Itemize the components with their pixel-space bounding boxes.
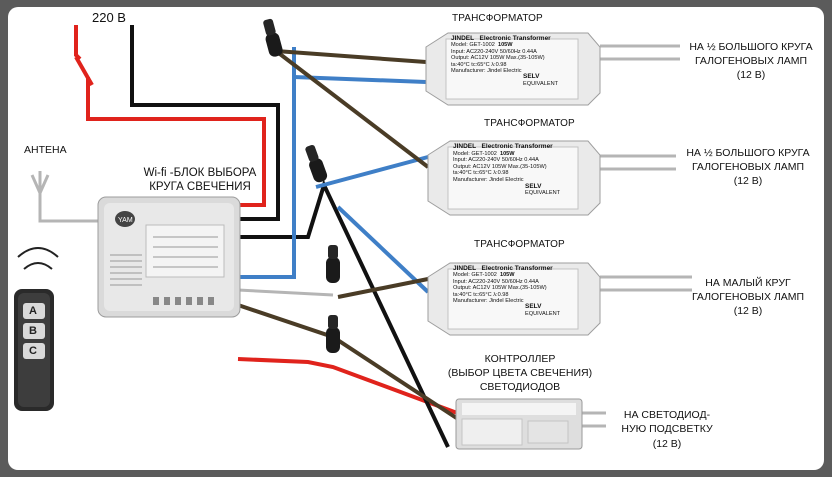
plate-equiv: EQUIVALENT <box>525 190 561 197</box>
plate-selv: SELV <box>525 182 542 190</box>
plate-selv: SELV <box>523 73 540 81</box>
transformer-output-3-line2: ГАЛОГЕНОВЫХ ЛАМП <box>691 291 805 303</box>
controller-output-line1: НА СВЕТОДИОД- <box>623 409 711 421</box>
diagram-canvas: 220 В АНТЕНА Wi-fi -БЛОК ВЫБОРА КРУГА СВ… <box>8 7 824 470</box>
controller-output-line3: (12 В) <box>652 438 682 450</box>
plate-temp: ta:40°C tc:65°C λ:0.98 <box>451 61 507 68</box>
plate-output: Output: AC12V 105W Max.(35-105W) <box>451 55 545 62</box>
plate-maker: Manufacturer: Jindel Electric <box>453 298 524 305</box>
plate-equiv: EQUIVALENT <box>523 80 559 87</box>
transformer-body-3 <box>427 262 601 336</box>
wall-switch <box>74 56 94 86</box>
plate-input: Input: AC220-240V 50/60Hz 0.44A <box>453 157 539 164</box>
transformer-output-1-line1: НА ½ БОЛЬШОГО КРУГА <box>689 41 813 53</box>
wifi-block-title-line2: КРУГА СВЕЧЕНИЯ <box>149 181 251 193</box>
plate-model: Model: GET-1002 <box>453 272 497 279</box>
controller-title-line2: (ВЫБОР ЦВЕТА СВЕЧЕНИЯ) <box>447 367 593 379</box>
controller-output-line2: НУЮ ПОДСВЕТКУ <box>621 423 713 435</box>
plate-equiv: EQUIVALENT <box>525 310 561 317</box>
transformer-output-2-line1: НА ½ БОЛЬШОГО КРУГА <box>686 147 810 159</box>
plate-output: Output: AC12V 105W Max.(35-105W) <box>453 163 547 170</box>
supply-voltage-label: 220 В <box>92 10 126 25</box>
blue-wire <box>240 47 430 294</box>
plate-watt: 105W <box>499 272 515 279</box>
transformer-plate-1: JINDEL Electronic Transformer Model: GET… <box>451 35 579 87</box>
plate-watt: 105W <box>497 42 513 49</box>
plate-selv: SELV <box>525 303 542 311</box>
transformer-output-3-line3: (12 В) <box>733 305 763 317</box>
wifi-block-brand: YAM <box>118 217 133 224</box>
controller-title-line3: СВЕТОДИОДОВ <box>479 381 561 393</box>
transformer-output-3-line1: НА МАЛЫЙ КРУГ <box>705 277 791 289</box>
plate-model: Model: GET-1002 <box>451 42 495 49</box>
plate-input: Input: AC220-240V 50/60Hz 0.44A <box>453 278 539 285</box>
plate-watt: 105W <box>499 150 515 157</box>
transformer-output-1-line3: (12 В) <box>736 69 766 81</box>
plate-model: Model: GET-1002 <box>453 150 497 157</box>
transformer-plate-2: JINDEL Electronic Transformer Model: GET… <box>453 143 579 197</box>
plate-brand: JINDEL <box>453 265 477 272</box>
controller-title-line1: КОНТРОЛЛЕР <box>484 353 556 365</box>
transformer-output-2-line2: ГАЛОГЕНОВЫХ ЛАМП <box>691 161 805 173</box>
transformer-title-2: ТРАНСФОРМАТОР <box>484 118 575 129</box>
plate-brand: JINDEL <box>453 143 477 150</box>
remote-control <box>14 247 59 411</box>
transformer-body-2 <box>427 140 601 216</box>
transformer-output-1-line2: ГАЛОГЕНОВЫХ ЛАМП <box>694 55 808 67</box>
plate-output: Output: AC12V 105W Max.(35-105W) <box>453 285 547 292</box>
wire-connectors <box>263 18 340 353</box>
transformer-body-1 <box>425 32 601 106</box>
plate-name: Electronic Transformer <box>481 143 553 150</box>
transformer-title-1: ТРАНСФОРМАТОР <box>452 13 543 24</box>
remote-button-c: C <box>29 345 37 357</box>
remote-button-b: B <box>29 325 37 337</box>
plate-input: Input: AC220-240V 50/60Hz 0.44A <box>451 48 537 55</box>
led-controller-device <box>455 398 583 450</box>
transformer-output-2-line3: (12 В) <box>733 175 763 187</box>
plate-temp: ta:40°C tc:65°C λ:0.98 <box>453 291 509 298</box>
wiring-diagram <box>14 18 692 450</box>
remote-button-a: A <box>29 305 37 317</box>
plate-temp: ta:40°C tc:65°C λ:0.98 <box>453 170 509 177</box>
wifi-block-device <box>97 196 241 318</box>
black-wire <box>130 25 450 448</box>
transformer-plate-3: JINDEL Electronic Transformer Model: GET… <box>453 265 579 317</box>
plate-name: Electronic Transformer <box>479 35 551 42</box>
antenna-label: АНТЕНА <box>24 144 67 156</box>
transformer-title-3: ТРАНСФОРМАТОР <box>474 239 565 250</box>
output-wires <box>30 44 692 428</box>
wifi-block-title-line1: Wi-fi -БЛОК ВЫБОРА <box>143 167 257 179</box>
plate-maker: Manufacturer: Jindel Electric <box>451 68 522 75</box>
plate-name: Electronic Transformer <box>481 265 553 272</box>
plate-brand: JINDEL <box>451 35 475 42</box>
plate-maker: Manufacturer: Jindel Electric <box>453 176 524 183</box>
